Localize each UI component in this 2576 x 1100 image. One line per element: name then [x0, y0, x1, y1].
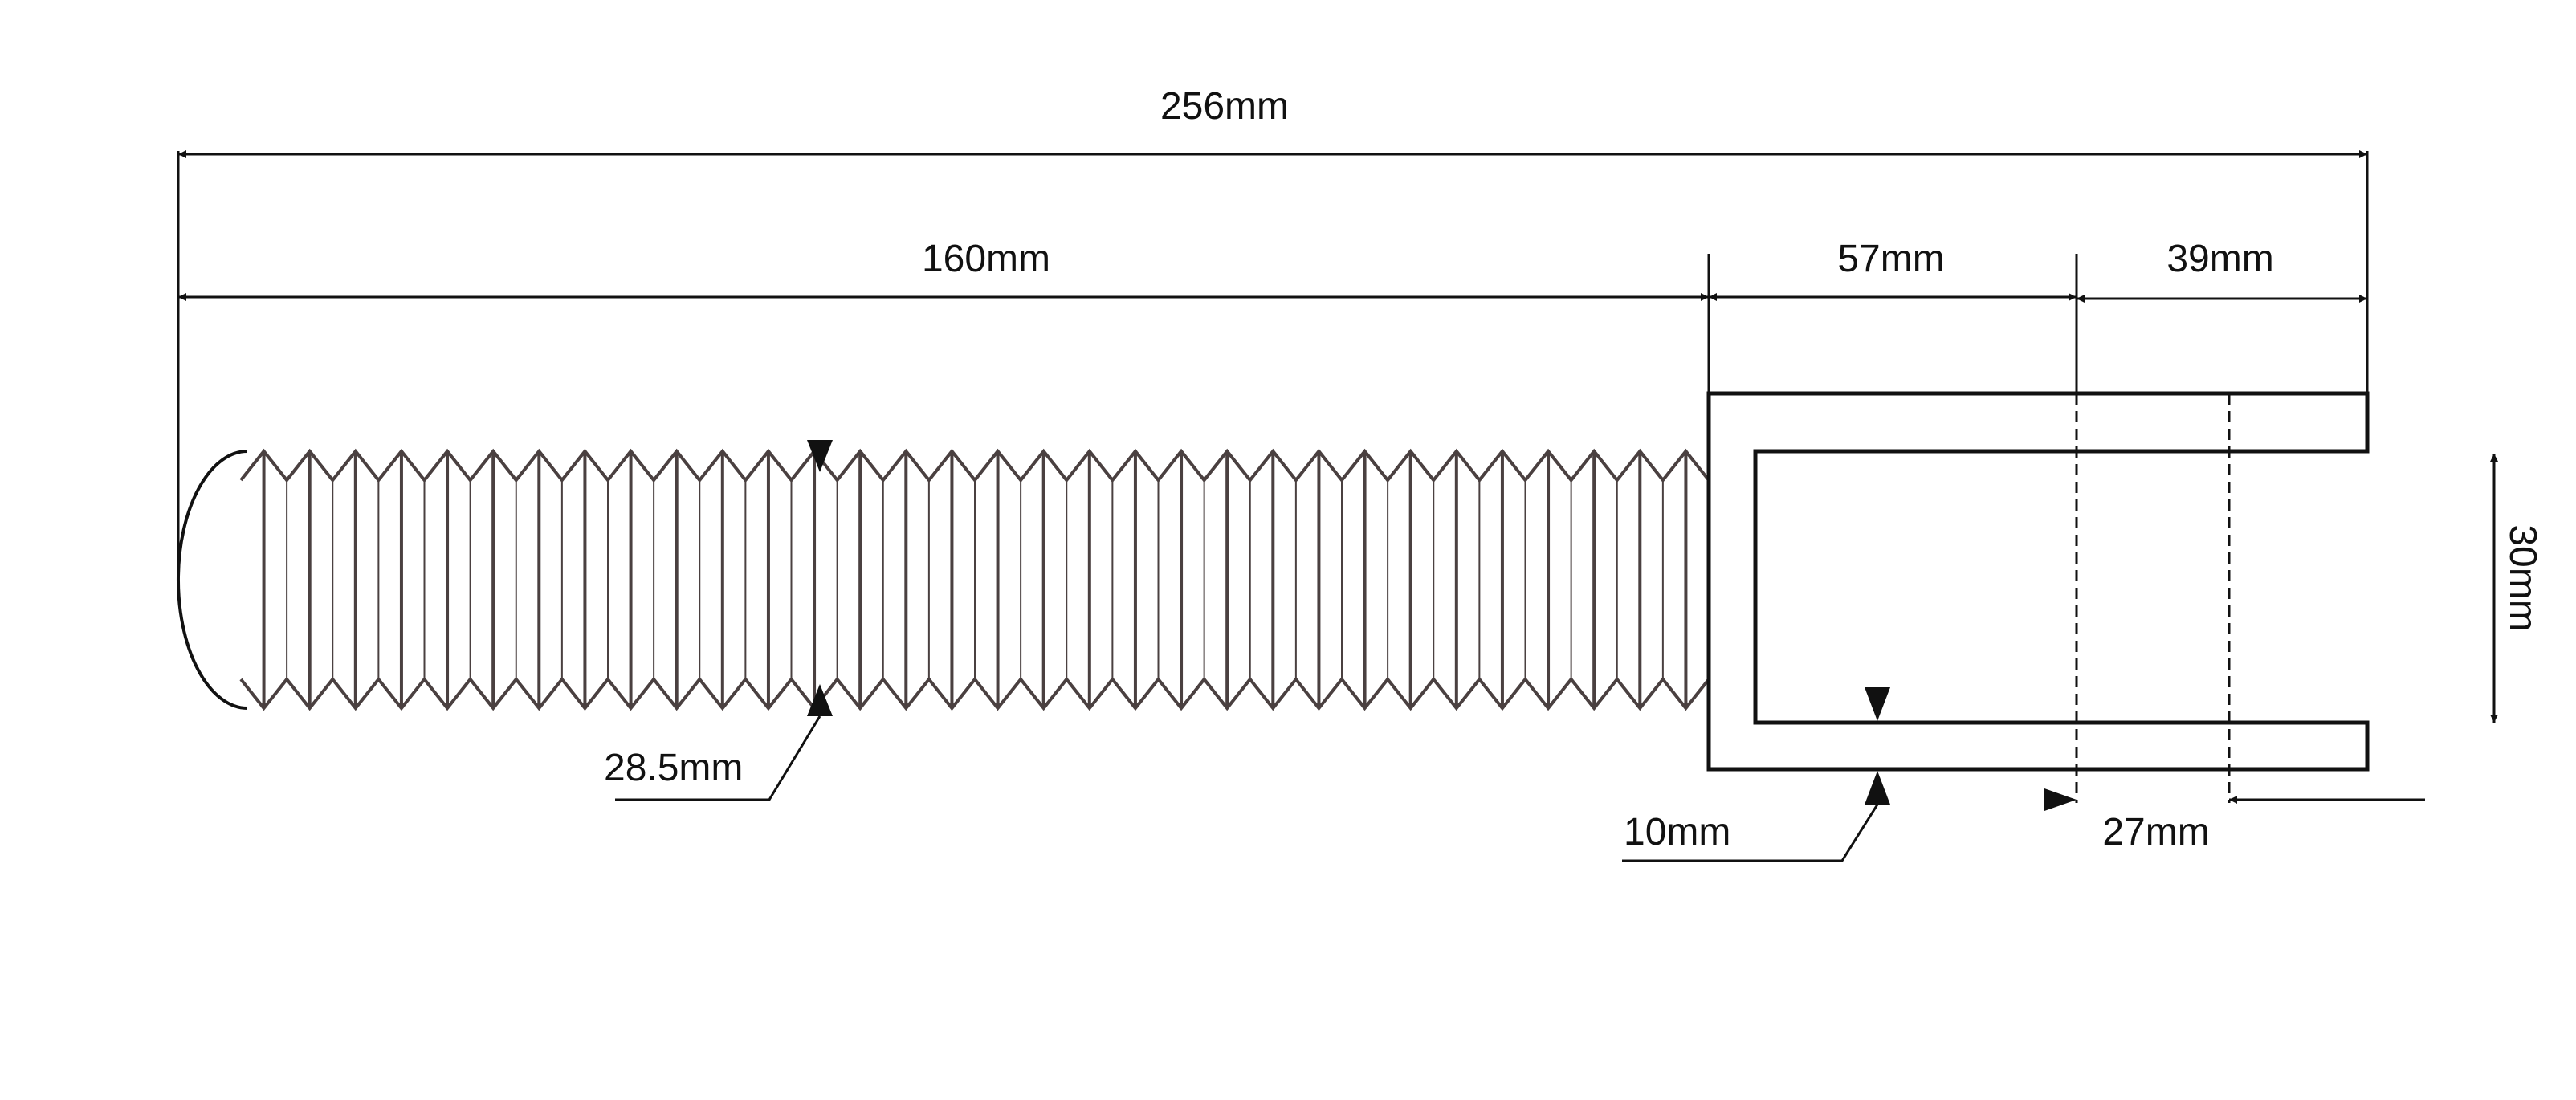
clevis-outline	[1706, 391, 2370, 772]
label-thread-diameter: 28.5mm	[604, 747, 743, 789]
label-clevis-tip: 39mm	[2166, 238, 2273, 280]
thread-crest-lines	[262, 451, 1688, 708]
dimension-clevis-base: 57mm	[1709, 238, 2077, 301]
leader-diameter	[615, 715, 821, 801]
label-clevis-base: 57mm	[1837, 238, 1944, 280]
leader-wall	[1622, 804, 1879, 862]
label-slot-width: 30mm	[2501, 524, 2544, 631]
label-wall-thickness: 10mm	[1624, 811, 1730, 854]
arrow-wall-bottom	[1865, 771, 1890, 805]
thread-bottom-profile	[239, 674, 1710, 711]
arrow-offset-left	[2044, 788, 2077, 811]
dimension-thread-diameter: 28.5mm	[604, 440, 833, 801]
dimension-wall-thickness: 10mm	[1622, 687, 1890, 862]
arrow-diameter-top	[807, 440, 833, 472]
dimension-slot-offset: 27mm	[2044, 788, 2425, 854]
label-thread-length: 160mm	[922, 238, 1050, 280]
dimension-overall-length: 256mm	[178, 85, 2367, 158]
label-slot-offset: 27mm	[2102, 811, 2209, 854]
arrow-diameter-bottom	[807, 684, 833, 716]
extension-lines	[177, 151, 2369, 578]
label-overall-length: 256mm	[1160, 85, 1289, 128]
thread-top-profile	[239, 448, 1710, 485]
clevis-fork	[1706, 391, 2370, 803]
dimension-slot-width: 30mm	[2490, 454, 2544, 723]
dimension-thread-length: 160mm	[178, 238, 1709, 301]
dimension-clevis-tip: 39mm	[2077, 238, 2367, 303]
arrow-wall-top	[1865, 687, 1890, 721]
threaded-rod	[176, 448, 1710, 711]
rod-rounded-end	[176, 450, 248, 710]
